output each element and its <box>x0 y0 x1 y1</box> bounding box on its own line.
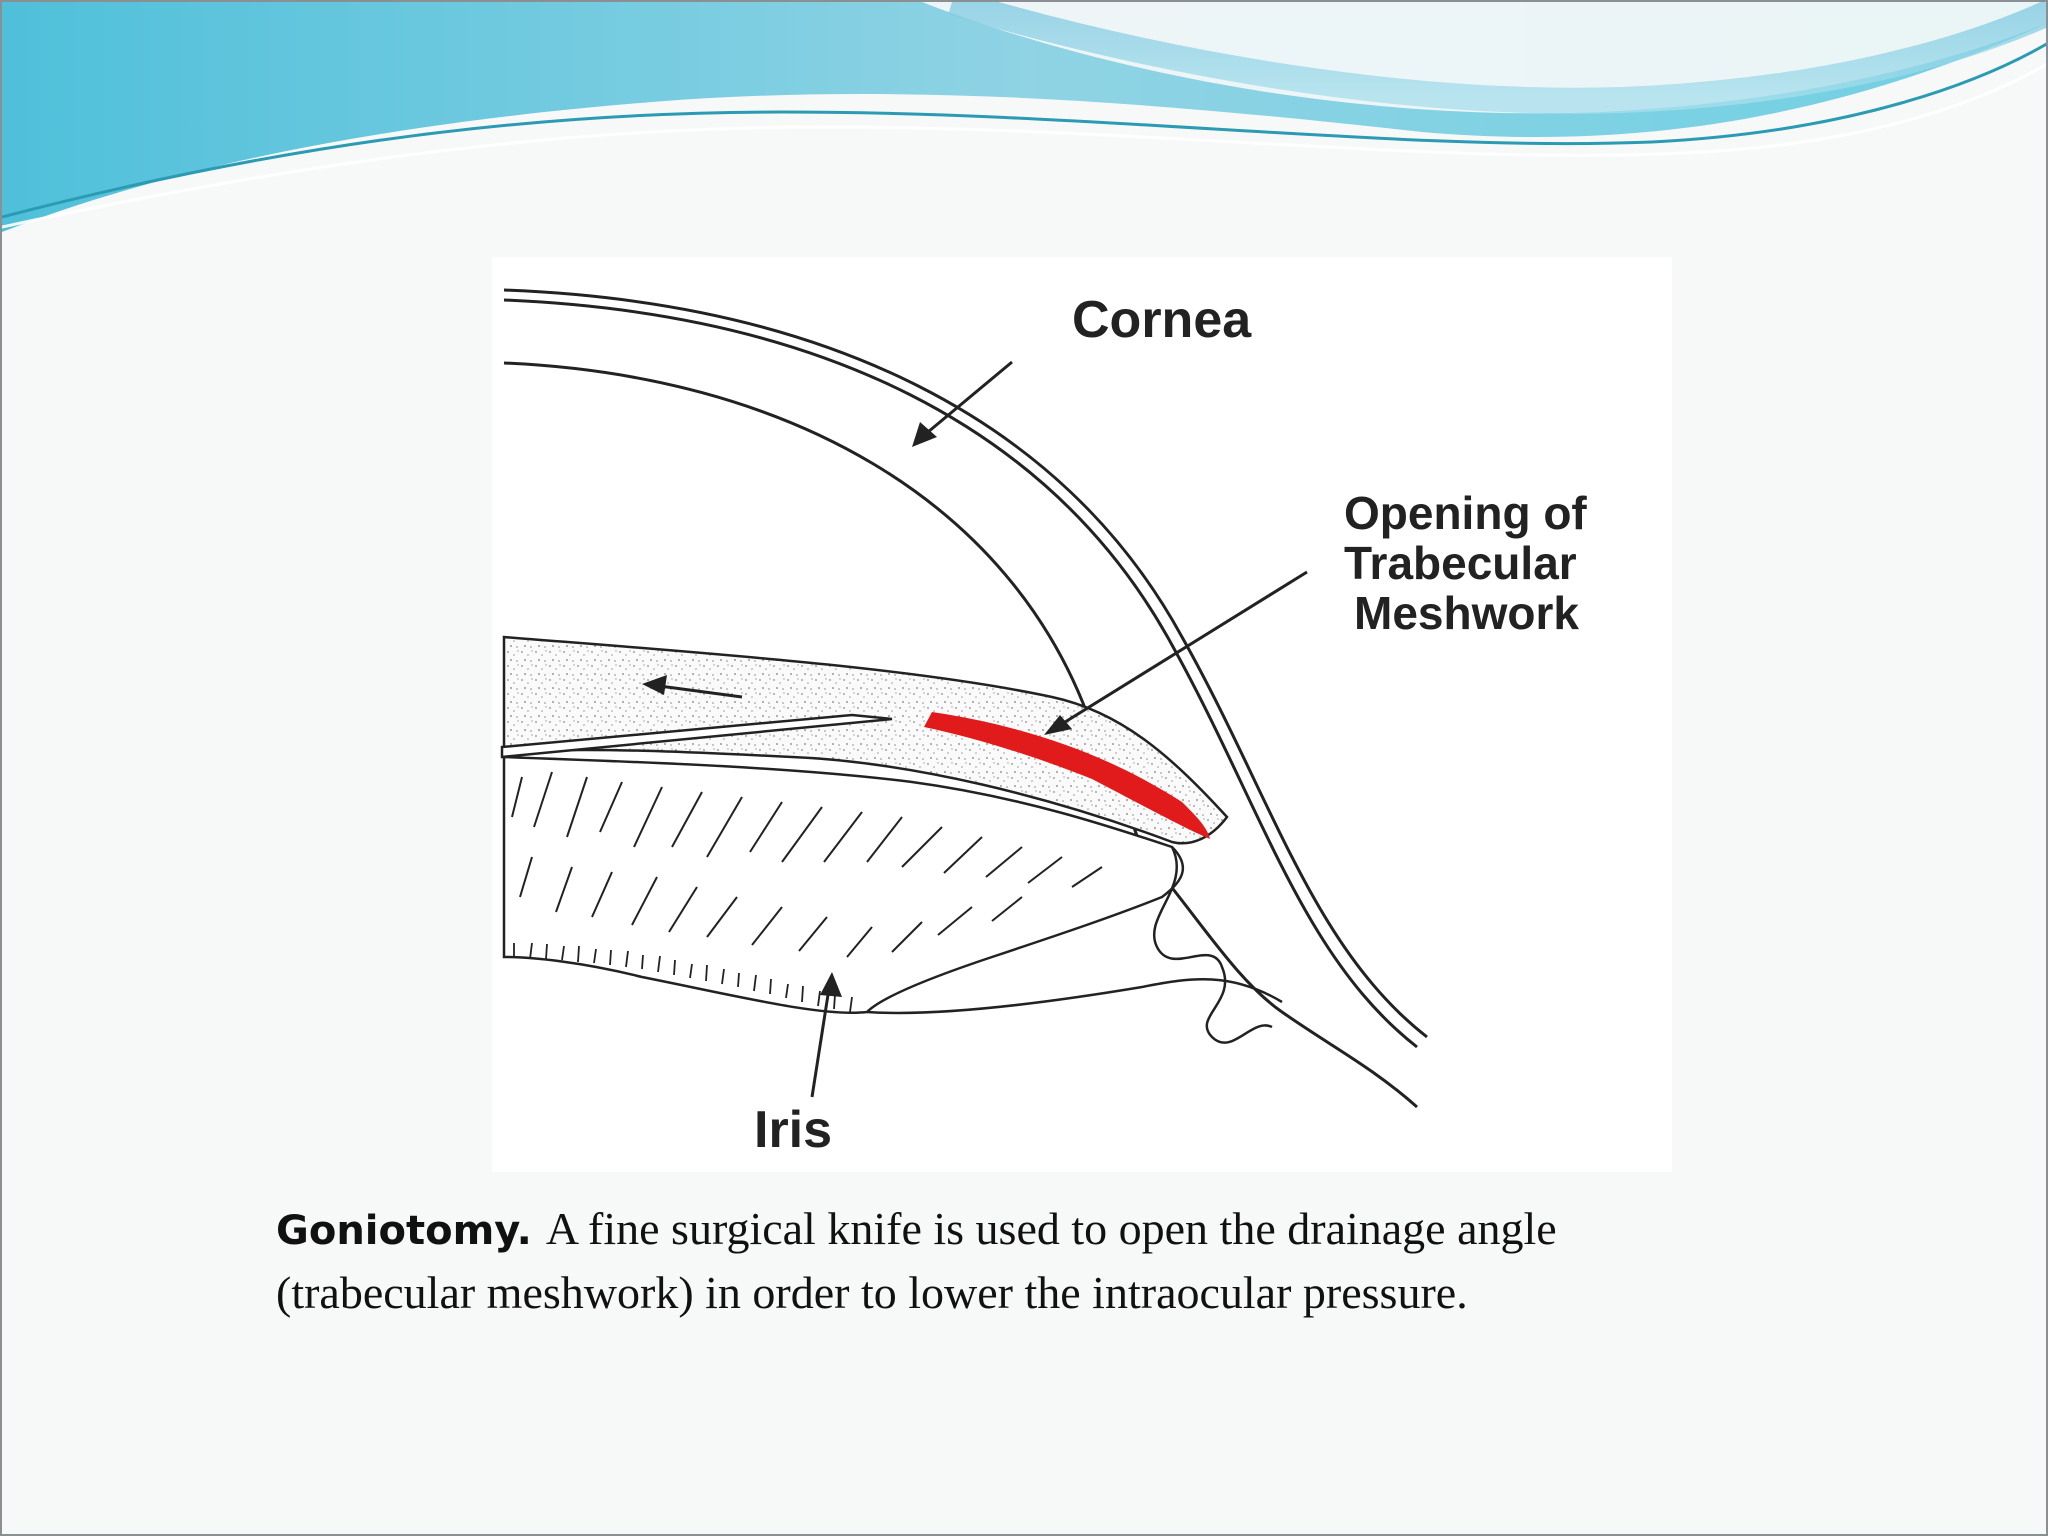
iris-root-line <box>866 978 1283 1015</box>
opening-pointer-line <box>1056 570 1308 729</box>
cornea-outer-line-2 <box>503 298 1418 1049</box>
cornea-pointer-line <box>921 360 1013 439</box>
label-opening-line3: Meshwork <box>1354 587 1579 639</box>
knife-direction-arrowhead <box>642 675 667 695</box>
iris-edge-fringe <box>513 942 853 1013</box>
caption-line-1: Goniotomy. A fine surgical knife is used … <box>276 1198 1836 1262</box>
ciliary-body-folds <box>1153 846 1273 1044</box>
label-iris: Iris <box>754 1101 832 1159</box>
iris-pointer-line <box>810 981 832 1098</box>
header-wave-decoration <box>2 2 2046 232</box>
label-opening-line1: Opening of <box>1344 487 1587 539</box>
cornea-pointer-arrowhead <box>912 422 937 447</box>
caption-term: Goniotomy. <box>276 1208 532 1254</box>
goniotomy-figure: Cornea Opening of Trabecular Meshwork Ir… <box>492 257 1672 1172</box>
label-cornea: Cornea <box>1072 291 1252 349</box>
opening-pointer-arrowhead <box>1044 715 1072 735</box>
knife-direction-arrow <box>651 683 743 699</box>
cornea-outer-line <box>503 288 1428 1039</box>
iris-hatching <box>511 771 1103 958</box>
surgical-knife <box>500 713 893 759</box>
sclera-line <box>1140 850 1418 1109</box>
iris-tissue <box>502 755 1184 1015</box>
caption-line-2: (trabecular meshwork) in order to lower … <box>276 1267 1468 1318</box>
caption-text-1: A fine surgical knife is used to open th… <box>545 1203 1557 1254</box>
iris-pointer-arrowhead <box>820 972 842 997</box>
label-opening-line2: Trabecular <box>1344 537 1577 589</box>
eye-angle-diagram: Cornea Opening of Trabecular Meshwork Ir… <box>500 288 1587 1159</box>
trabecular-opening-highlight <box>924 712 1210 839</box>
figure-caption: Goniotomy. A fine surgical knife is used … <box>276 1198 1836 1324</box>
